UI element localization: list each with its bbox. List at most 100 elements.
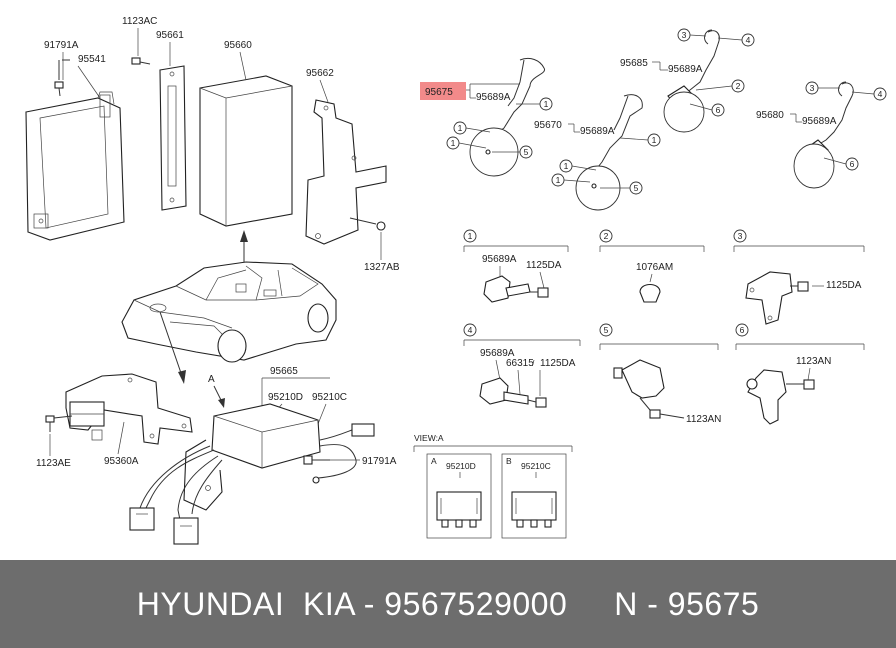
svg-text:1: 1 xyxy=(564,161,569,171)
relay-95210D[interactable] xyxy=(436,491,482,528)
svg-text:1076AM: 1076AM xyxy=(636,262,673,273)
svg-text:/: / xyxy=(532,358,535,368)
svg-text:B: B xyxy=(506,456,512,466)
exploded-parts-diagram: 91791A 95541 1123AC 95661 95660 95662 13… xyxy=(25,16,887,545)
bolt-1125DA-4[interactable] xyxy=(535,397,547,408)
label-95675[interactable]: 95675 xyxy=(425,87,453,98)
label-95689A-2: 95689A xyxy=(580,126,615,137)
label-95689A-4: 95689A xyxy=(802,116,837,127)
bolt-1125DA-3[interactable] xyxy=(797,281,809,292)
svg-text:3: 3 xyxy=(810,83,815,93)
screw-91791A-bottom[interactable] xyxy=(303,455,330,465)
svg-text:5: 5 xyxy=(604,325,609,335)
svg-text:1123AN: 1123AN xyxy=(796,356,831,367)
svg-text:4: 4 xyxy=(878,89,883,99)
relay-95210C[interactable] xyxy=(511,491,557,528)
part-number-text: HYUNDAI KIA - 9567529000 N - 95675 xyxy=(136,586,760,622)
svg-text:1: 1 xyxy=(451,138,456,148)
svg-text:1: 1 xyxy=(544,99,549,109)
label-95541: 95541 xyxy=(78,54,106,65)
svg-text:A: A xyxy=(431,456,437,466)
sensor-wire-95675[interactable] xyxy=(469,57,546,177)
svg-text:1125DA: 1125DA xyxy=(540,358,576,369)
arrow-to-module xyxy=(159,311,183,377)
svg-text:95689A: 95689A xyxy=(480,348,515,359)
bracket-95661[interactable] xyxy=(159,65,187,211)
label-1123AE: 1123AE xyxy=(36,458,71,469)
label-95689A-3: 95689A xyxy=(668,64,703,75)
callout-set-95685: 3 4 2 6 xyxy=(677,28,755,117)
label-91791A-top: 91791A xyxy=(44,40,79,51)
sensor-detail-5[interactable] xyxy=(621,359,665,399)
label-95670: 95670 xyxy=(534,120,562,131)
nut-1327AB[interactable] xyxy=(349,217,386,231)
svg-text:VIEW:A: VIEW:A xyxy=(414,433,444,443)
bracket-95360A[interactable] xyxy=(65,373,193,445)
svg-text:3: 3 xyxy=(682,30,687,40)
svg-text:1: 1 xyxy=(652,135,657,145)
label-95689A-1: 95689A xyxy=(476,92,511,103)
screw-1123AC[interactable] xyxy=(131,57,151,65)
svg-text:2: 2 xyxy=(736,81,741,91)
detail-4: 4 95689A 66315 / 1125DA xyxy=(463,323,581,408)
sensor-detail-6[interactable] xyxy=(747,369,787,425)
view-a-marker: A xyxy=(208,374,215,385)
detail-6: 6 1123AN xyxy=(735,323,865,425)
label-95210C: 95210C xyxy=(312,392,347,403)
svg-text:95210C: 95210C xyxy=(521,461,551,471)
svg-text:5: 5 xyxy=(524,147,529,157)
label-95662: 95662 xyxy=(306,68,334,79)
svg-text:1: 1 xyxy=(458,123,463,133)
sensor-wire-95685[interactable] xyxy=(663,29,720,133)
svg-text:6: 6 xyxy=(716,105,721,115)
bracket-detail-3[interactable] xyxy=(745,271,793,325)
callout-set-95670: 1 1 1 5 xyxy=(551,133,661,195)
sensor-wire-95670[interactable] xyxy=(575,94,643,211)
svg-text:3: 3 xyxy=(738,231,743,241)
sensor-wire-95680[interactable] xyxy=(793,81,854,189)
bolt-1125DA[interactable] xyxy=(537,287,549,298)
callout-set-95675: 1 1 1 5 xyxy=(446,97,553,159)
screw-91791A-top[interactable] xyxy=(54,59,70,97)
label-95661: 95661 xyxy=(156,30,184,41)
label-91791A-bottom: 91791A xyxy=(362,456,397,467)
label-95210D: 95210D xyxy=(268,392,303,403)
bracket-95541[interactable] xyxy=(25,91,125,241)
relay-box-95665[interactable] xyxy=(183,403,321,511)
svg-text:95689A: 95689A xyxy=(482,254,517,265)
control-unit-95660[interactable] xyxy=(199,75,293,227)
svg-text:6: 6 xyxy=(850,159,855,169)
vehicle-outline xyxy=(121,261,337,363)
label-1327AB: 1327AB xyxy=(364,262,400,273)
detail-1: 1 95689A 1125DA xyxy=(463,229,569,303)
label-95685: 95685 xyxy=(620,58,648,69)
svg-text:1125DA: 1125DA xyxy=(526,260,562,271)
svg-text:4: 4 xyxy=(746,35,751,45)
svg-text:6: 6 xyxy=(740,325,745,335)
svg-text:5: 5 xyxy=(634,183,639,193)
clip-95689A[interactable] xyxy=(483,275,511,303)
view-a-panel: VIEW:A A 95210D B 95210C xyxy=(413,433,573,539)
label-95360A: 95360A xyxy=(104,456,139,467)
part-number-banner: HYUNDAI KIA - 9567529000 N - 95675 xyxy=(0,560,896,648)
svg-text:2: 2 xyxy=(604,231,609,241)
svg-text:1123AN: 1123AN xyxy=(686,414,721,425)
label-95660: 95660 xyxy=(224,40,252,51)
svg-text:66315: 66315 xyxy=(506,358,534,369)
bolt-1123AN-6[interactable] xyxy=(803,379,815,390)
label-95665: 95665 xyxy=(270,366,298,377)
bracket-95662[interactable] xyxy=(305,99,387,245)
svg-text:4: 4 xyxy=(468,325,473,335)
svg-text:1: 1 xyxy=(556,175,561,185)
svg-text:1125DA: 1125DA xyxy=(826,280,862,291)
highlight-95675 xyxy=(420,82,466,100)
grommet-1076AM[interactable] xyxy=(639,283,661,303)
screw-1123AE[interactable] xyxy=(45,415,73,432)
detail-2: 2 1076AM xyxy=(599,229,705,303)
svg-text:1: 1 xyxy=(468,231,473,241)
svg-text:95210D: 95210D xyxy=(446,461,476,471)
detail-3: 3 1125DA xyxy=(733,229,865,325)
label-95680: 95680 xyxy=(756,110,784,121)
label-1123AC: 1123AC xyxy=(122,16,157,27)
